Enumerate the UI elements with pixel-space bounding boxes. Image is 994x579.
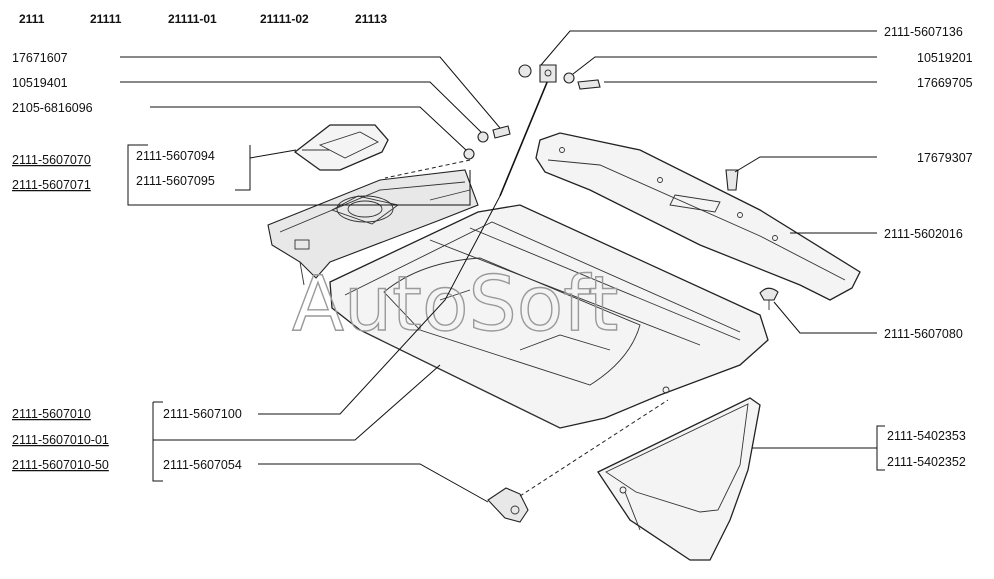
watermark: AutoSoft (292, 259, 618, 348)
screws-right (563, 72, 601, 90)
label-2111-5402352: 2111-5402352 (887, 455, 966, 469)
side-bin-part (597, 397, 761, 561)
model-4: 21111-02 (260, 12, 309, 26)
labels-right: 2111-5607136 10519201 17669705 17679307 … (884, 25, 973, 469)
speaker-cover-part (293, 124, 389, 171)
label-2111-5607100: 2111-5607100 (163, 407, 242, 421)
labels-left-bottom: 2111-5607010 2111-5607010-01 2111-560701… (12, 407, 242, 472)
label-2111-5607080: 2111-5607080 (884, 327, 963, 341)
push-clip-part (759, 287, 779, 310)
rear-trim-bar-part (535, 132, 861, 301)
label-2111-5607010-50: 2111-5607010-50 (12, 458, 109, 472)
label-17679307: 17679307 (917, 151, 973, 165)
rear-shelf-part (329, 204, 769, 429)
bottom-clip-part (487, 399, 669, 523)
model-2: 21111 (90, 12, 122, 26)
support-rod-part (499, 64, 557, 197)
label-2111-5607010-01: 2111-5607010-01 (12, 433, 109, 447)
label-17669705: 17669705 (917, 76, 973, 90)
label-2105-6816096: 2105-6816096 (12, 101, 93, 115)
label-2111-5602016: 2111-5602016 (884, 227, 963, 241)
model-header: 2111 21111 21111-01 21111-02 21113 (19, 12, 387, 26)
label-2111-5607054: 2111-5607054 (163, 458, 242, 472)
model-3: 21111-01 (168, 12, 217, 26)
label-2111-5607070: 2111-5607070 (12, 153, 91, 167)
model-1: 2111 (19, 12, 45, 26)
label-17671607: 17671607 (12, 51, 68, 65)
label-10519201: 10519201 (917, 51, 973, 65)
label-2111-5607094: 2111-5607094 (136, 149, 215, 163)
small-screw-part (725, 169, 739, 191)
labels-left-top: 17671607 10519401 2105-6816096 2111-5607… (12, 51, 215, 192)
leader-lines (120, 30, 885, 503)
model-5: 21113 (355, 12, 387, 26)
label-2111-5607095: 2111-5607095 (136, 174, 215, 188)
screws-left (384, 125, 511, 179)
label-10519401: 10519401 (12, 76, 68, 90)
label-2111-5607010: 2111-5607010 (12, 407, 91, 421)
label-2111-5402353: 2111-5402353 (887, 429, 966, 443)
label-2111-5607071: 2111-5607071 (12, 178, 91, 192)
label-2111-5607136: 2111-5607136 (884, 25, 963, 39)
